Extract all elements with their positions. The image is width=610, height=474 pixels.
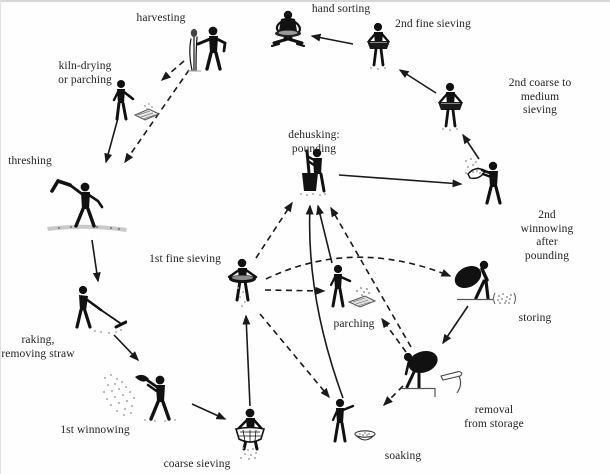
dehusking-figure-icon: [300, 148, 326, 196]
removal-from-storage-label: removal from storage: [464, 404, 524, 430]
coarse-sieving-label: coarse sieving: [163, 458, 231, 470]
arrow-dehusking-to-second_winnowing: [338, 174, 463, 188]
arrow-second_fine_sieving-to-hand_sorting: [310, 33, 354, 45]
second-coarse-sieving-label: 2nd coarse to medium sieving: [508, 77, 572, 117]
arrow-threshing-to-raking: [91, 239, 101, 283]
threshing-figure-icon: [47, 179, 127, 232]
arrow-harvesting-to-kiln_drying: [160, 60, 185, 81]
arrow-removal-to-soaking: [382, 385, 404, 407]
arrow-first_winnowing-to-coarse_sieving: [191, 403, 227, 420]
soaking-label: soaking: [384, 450, 422, 462]
removal-from-storage-figure-icon: [401, 350, 463, 397]
kiln-drying-label: kiln-drying or parching: [58, 60, 112, 86]
parching-label: parching: [333, 318, 375, 330]
second-winnowing-label: 2nd winnowing after pounding: [520, 209, 574, 262]
first-winnowing-figure-icon: [102, 373, 176, 422]
arrow-removal-to-dehusking: [330, 206, 412, 348]
parching-figure-icon: [329, 264, 377, 308]
raking-label: raking, removing straw: [1, 334, 75, 360]
storing-figure-icon: [454, 260, 516, 305]
arrow-soaking-to-dehusking: [305, 204, 344, 399]
arrow-removal-to-parching: [381, 317, 407, 353]
arrow-second_coarse_sieving-to-second_fine_sieving: [398, 69, 437, 94]
second-coarse-sieving-figure-icon: [438, 82, 463, 131]
second-fine-sieving-figure-icon: [367, 22, 390, 70]
first-fine-sieving-label: 1st fine sieving: [149, 253, 221, 265]
arrow-parching-to-dehusking: [316, 204, 333, 264]
arrow-second_winnowing-to-second_coarse_sieving: [462, 133, 480, 160]
arrow-first_fine_sieving-to-soaking: [259, 313, 330, 399]
hand-sorting-label: hand sorting: [311, 3, 371, 15]
raking-figure-icon: [75, 285, 127, 334]
storing-label: storing: [518, 312, 552, 324]
arrow-coarse_sieving-to-first_fine_sieving: [242, 314, 251, 407]
coarse-sieving-figure-icon: [234, 408, 266, 460]
dehusking-label: dehusking: pounding: [288, 129, 340, 155]
threshing-label: threshing: [8, 155, 52, 167]
hand-sorting-figure-icon: [271, 10, 306, 48]
arrow-first_fine_sieving-to-dehusking: [255, 201, 293, 259]
kiln-drying-figure-icon: [112, 80, 161, 121]
arrow-storing-to-removal: [442, 305, 469, 345]
harvesting-figure-icon: [188, 26, 227, 72]
harvesting-label: harvesting: [136, 12, 186, 24]
second-fine-sieving-label: 2nd fine sieving: [395, 18, 471, 30]
first-winnowing-label: 1st winnowing: [60, 424, 130, 436]
arrow-raking-to-first_winnowing: [113, 334, 140, 362]
arrow-harvesting-to-threshing: [124, 69, 190, 164]
arrow-first_fine_sieving-to-storing: [265, 256, 452, 280]
second-winnowing-figure-icon: [464, 157, 502, 205]
first-fine-sieving-figure-icon: [227, 258, 258, 307]
soaking-figure-icon: [331, 398, 376, 443]
arrow-kiln_drying-to-threshing: [104, 117, 119, 164]
